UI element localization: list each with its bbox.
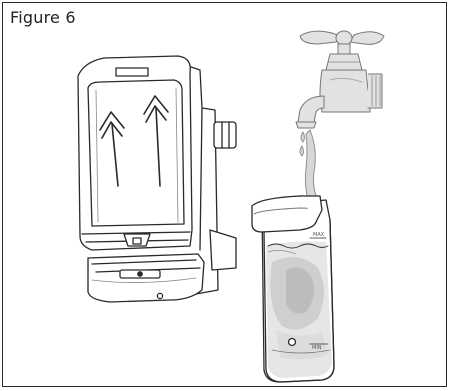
tank-min-label: MIN — [312, 345, 322, 351]
water-tap-icon — [296, 31, 384, 128]
water-stream — [300, 130, 318, 200]
water-tank-icon — [252, 196, 334, 382]
coffee-machine-icon — [78, 56, 236, 302]
tank-max-label: MAX — [313, 232, 325, 238]
